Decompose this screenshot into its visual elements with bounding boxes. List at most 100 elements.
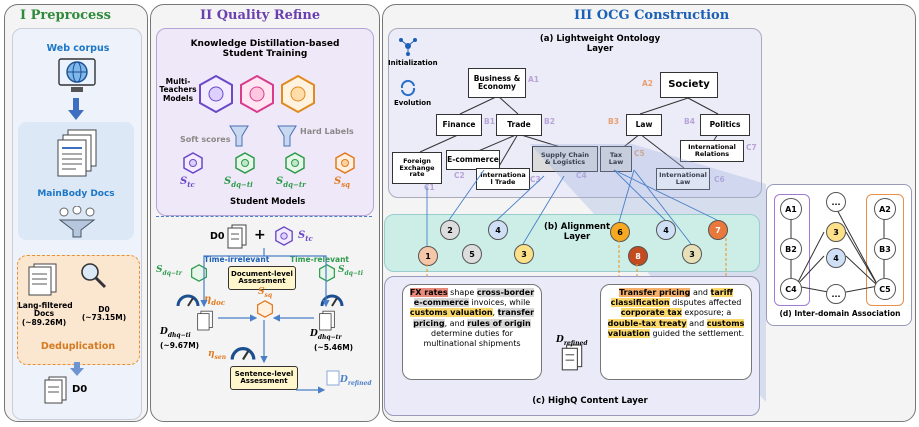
- align-node-1: 1: [418, 246, 438, 266]
- doc-assessment-box: Document-level Assessment: [228, 266, 296, 290]
- align-node-2: 2: [440, 220, 460, 240]
- s-sq-center-icon: [257, 300, 273, 318]
- s-dqti-label: Sdq−ti: [224, 176, 253, 189]
- student-tc-icon: [183, 152, 203, 174]
- web-corpus-label: Web corpus: [46, 43, 110, 54]
- d0-quality-label: D0: [210, 231, 225, 242]
- teachers-label: Multi- Teachers Models: [159, 77, 197, 103]
- initialization-label: Initialization: [388, 59, 438, 67]
- d-dhqti-label: Ddhq−ti: [160, 327, 191, 339]
- gauge-icon-left: [176, 294, 200, 307]
- align-node-7: 7: [708, 220, 728, 240]
- dhqtr-doc-icon: [319, 310, 335, 331]
- section-title-preprocess: I Preprocess: [20, 8, 111, 23]
- time-irrelevant-label: Time-irrelevant: [204, 255, 270, 264]
- section-title-ocg: III OCG Construction: [574, 8, 730, 23]
- evolution-label: Evolution: [394, 99, 432, 107]
- soft-scores-label: Soft scores: [180, 135, 231, 144]
- s-sq-label: Ssq: [334, 176, 351, 189]
- node-business: Business & Economy: [468, 68, 526, 98]
- interdomain-node-dots-top: ...: [826, 192, 846, 212]
- node-society: Society: [660, 72, 718, 98]
- tag-c5: C5: [634, 149, 645, 158]
- eta-sen-label: ηsen: [208, 349, 227, 361]
- documents-icon: [57, 129, 97, 177]
- s-dqti-left-label: Sdq−tr: [156, 265, 182, 277]
- align-node-6: 6: [610, 222, 630, 242]
- down-arrow-icon-2: [70, 362, 84, 376]
- s-dqtr-label: Sdq−tr: [276, 176, 306, 189]
- d-dhqtr-label: Ddhq−tr: [310, 329, 342, 341]
- content-paragraph-1: FX rates shape cross-border e-commerce i…: [402, 284, 542, 380]
- time-relevant-label: Time-relevant: [290, 255, 350, 264]
- interdomain-node-c4: C4: [780, 278, 802, 300]
- filtered-docs-icon: [28, 263, 57, 296]
- align-node-3b: 3: [682, 244, 702, 264]
- align-node-4b: 4: [656, 220, 676, 240]
- ontology-title: (a) Lightweight Ontology Layer: [539, 34, 661, 54]
- s-sq-center-label: Ssq: [258, 287, 273, 299]
- content-d-refined-label: Drefined: [556, 335, 588, 347]
- tag-b3: B3: [608, 117, 619, 126]
- tag-b4: B4: [684, 117, 695, 126]
- section-title-quality: II Quality Refine: [200, 8, 321, 23]
- quality-divider: [156, 216, 372, 217]
- mainbody-label: MainBody Docs: [37, 189, 115, 199]
- hard-labels-label: Hard Labels: [300, 127, 354, 136]
- magnifier-icon: [81, 263, 107, 289]
- student-dqtr-icon: [285, 152, 305, 174]
- dedup-label: Deduplication: [40, 341, 116, 352]
- interdomain-node-b3: B3: [874, 238, 896, 260]
- node-intl-law: International Law: [656, 168, 710, 190]
- tag-b2: B2: [544, 117, 555, 126]
- student-sq-icon: [335, 152, 355, 174]
- initialization-icon: [399, 38, 417, 56]
- interdomain-title: (d) Inter-domain Association: [779, 309, 901, 318]
- interdomain-right-group: [866, 194, 904, 306]
- gauge-icon-center: [230, 347, 256, 361]
- node-supply: Supply Chain & Logistics: [532, 146, 598, 172]
- tag-c7: C7: [746, 143, 757, 152]
- teacher-models-icon: [199, 74, 315, 114]
- sen-assessment-box: Sentence-level Assessment: [230, 366, 298, 390]
- interdomain-node-b2: B2: [780, 238, 802, 260]
- d0-label: D0: [72, 384, 88, 395]
- node-ecom: E-commerce: [446, 150, 500, 170]
- alignment-links: [426, 169, 727, 298]
- tag-b1: B1: [484, 117, 495, 126]
- eta-doc-label: ηdoc: [204, 294, 226, 307]
- node-trade: Trade: [496, 114, 542, 136]
- tag-c1: C1: [424, 183, 435, 192]
- node-tax: Tax Law: [600, 146, 632, 172]
- funnel-icon: [58, 206, 96, 238]
- student-models-label: Student Models: [230, 197, 306, 207]
- tag-c4: C4: [576, 171, 587, 180]
- align-node-8: 8: [628, 246, 648, 266]
- interdomain-node-c5: C5: [874, 278, 896, 300]
- node-intl-trade: Internationa l Trade: [476, 168, 530, 190]
- node-fx: Foreign Exchange rate: [392, 152, 442, 184]
- kd-box: [156, 28, 374, 216]
- tag-c3: C3: [530, 175, 541, 184]
- node-intl-relations: International Relations: [680, 140, 744, 162]
- interdomain-node-3: 3: [826, 222, 846, 242]
- student-dqti-icon: [235, 152, 255, 174]
- ontology-edges: [419, 95, 719, 169]
- node-law: Law: [626, 114, 662, 136]
- align-node-4a: 4: [488, 220, 508, 240]
- d0-docs-icon: [44, 376, 67, 404]
- interdomain-left-group: [774, 194, 810, 306]
- d-refined-label: Drefined: [340, 375, 372, 387]
- tag-c2: C2: [454, 171, 465, 180]
- s-tc-label-2: Stc: [298, 230, 313, 243]
- d0-count-label: D0 (~73.15M): [81, 305, 127, 323]
- s-dqtr-left-icon: [191, 264, 207, 282]
- tag-a2: A2: [642, 79, 654, 88]
- align-node-5: 5: [462, 244, 482, 264]
- s-dqti-right-label: Sdq−ti: [338, 265, 363, 277]
- kd-title: Knowledge Distillation-based Student Tra…: [190, 39, 340, 59]
- interdomain-node-a1: A1: [780, 198, 802, 220]
- tag-c6: C6: [714, 175, 725, 184]
- content-title: (c) HighQ Content Layer: [532, 396, 648, 406]
- dhqtr-count-label: (~5.46M): [314, 343, 354, 352]
